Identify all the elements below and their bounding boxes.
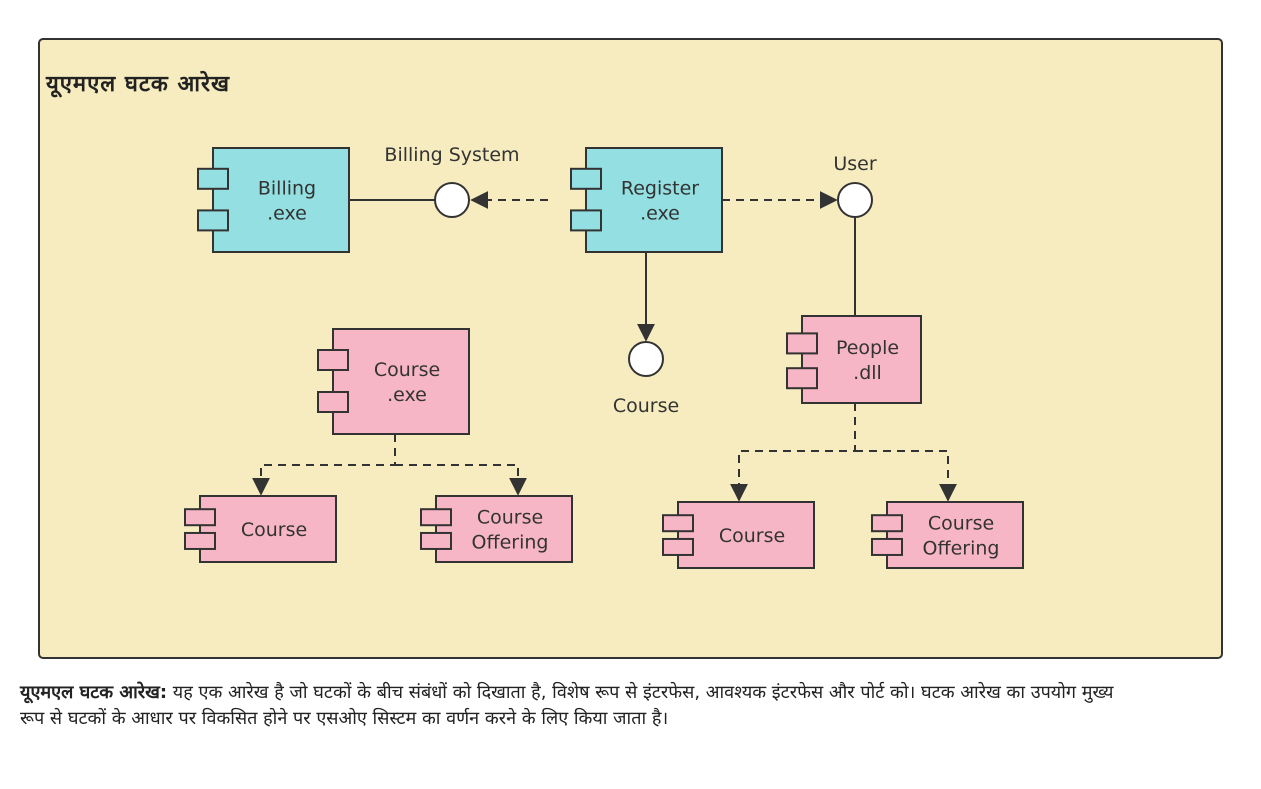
caption: यूएमएल घटक आरेख: यह एक आरेख है जो घटकों … <box>20 680 1140 732</box>
component-course-exe: Course .exe <box>317 328 470 435</box>
component-label: .exe <box>267 203 307 225</box>
component-label: People <box>836 337 899 359</box>
component-port-tab <box>871 537 903 556</box>
component-port-tab <box>197 209 229 232</box>
component-label: .exe <box>387 384 427 406</box>
component-port-tab <box>197 167 229 190</box>
component-port-tab <box>570 167 602 190</box>
caption-body: यह एक आरेख है जो घटकों के बीच संबंधों को… <box>20 682 1114 729</box>
component-billing: Billing .exe <box>197 147 350 253</box>
connector-people-offering <box>855 450 957 502</box>
component-label: Course <box>719 525 785 547</box>
component-label: Offering <box>923 538 1000 560</box>
component-port-tab <box>184 531 216 550</box>
component-label: Course <box>374 359 440 381</box>
component-port-tab <box>317 349 349 371</box>
component-course-a: Course <box>184 495 337 563</box>
interface-lollipop <box>628 341 664 377</box>
component-port-tab <box>662 514 694 533</box>
component-body <box>435 495 573 563</box>
interface-label: Billing System <box>384 144 519 166</box>
component-body <box>212 147 350 253</box>
component-course-b: Course <box>662 501 815 569</box>
component-body <box>585 147 723 253</box>
interface-user: User <box>833 153 877 218</box>
component-label: Course <box>241 519 307 541</box>
component-port-tab <box>184 508 216 527</box>
component-register: Register .exe <box>570 147 723 253</box>
interface-label: Course <box>613 395 679 417</box>
component-port-tab <box>420 508 452 527</box>
component-label: Register <box>621 178 699 200</box>
diagram-title: यूएमएल घटक आरेख <box>46 72 230 97</box>
component-label: .exe <box>640 203 680 225</box>
interface-lollipop <box>837 182 873 218</box>
component-label: Offering <box>472 532 549 554</box>
connector-people-course <box>730 403 856 502</box>
component-port-tab <box>871 514 903 533</box>
component-port-tab <box>786 332 818 355</box>
component-label: Course <box>477 507 543 529</box>
connector-courseexe-course <box>252 434 396 496</box>
component-body <box>199 495 337 563</box>
component-body <box>801 315 922 404</box>
interface-label: User <box>833 153 876 175</box>
component-label: Course <box>928 513 994 535</box>
interface-course-iface: Course <box>613 341 679 417</box>
component-port-tab <box>786 367 818 390</box>
caption-title: यूएमएल घटक आरेख: <box>20 682 168 703</box>
component-port-tab <box>570 209 602 232</box>
component-port-tab <box>662 537 694 556</box>
component-label: Billing <box>258 178 316 200</box>
component-body <box>677 501 815 569</box>
component-body <box>332 328 470 435</box>
connector-courseexe-offering <box>395 464 527 496</box>
component-people: People .dll <box>786 315 922 404</box>
component-port-tab <box>317 391 349 413</box>
interface-lollipop <box>434 182 470 218</box>
component-label: .dll <box>853 362 882 384</box>
component-body <box>886 501 1024 569</box>
component-port-tab <box>420 531 452 550</box>
interface-billing-system: Billing System <box>384 144 520 218</box>
